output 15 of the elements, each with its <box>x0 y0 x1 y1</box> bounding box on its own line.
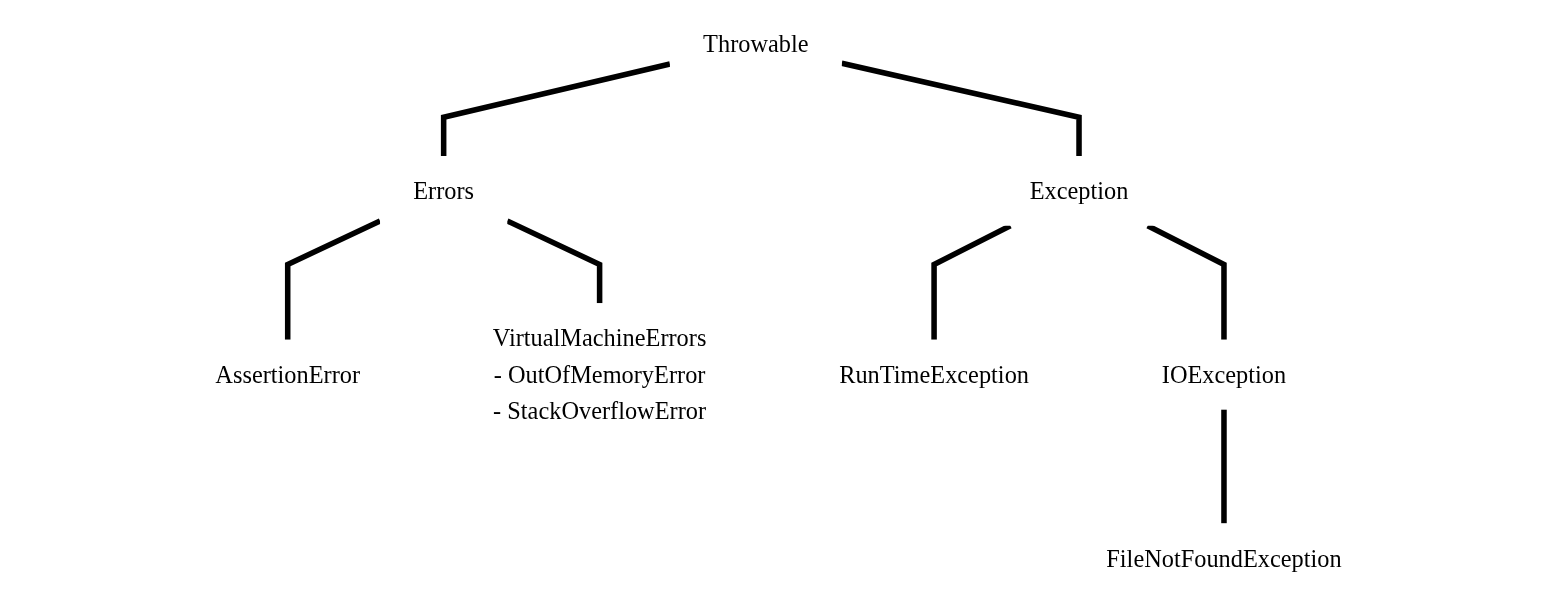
node-text: FileNotFoundException <box>1106 544 1342 573</box>
connector <box>440 61 671 157</box>
connector <box>506 218 603 304</box>
node-text: Exception <box>1029 177 1129 205</box>
node-text: Throwable <box>703 29 809 58</box>
node-text: AssertionError <box>215 360 361 389</box>
connector <box>1146 223 1227 340</box>
connector <box>1221 409 1227 524</box>
connector <box>931 223 1012 340</box>
connector <box>841 60 1082 157</box>
node-text: Errors <box>413 177 475 205</box>
node-text: IOException <box>1161 360 1287 389</box>
connector <box>284 218 382 340</box>
node-text: RunTimeException <box>839 360 1029 389</box>
node-text: VirtualMachineErrors - OutOfMemoryError - StackOverflowError <box>492 324 707 425</box>
